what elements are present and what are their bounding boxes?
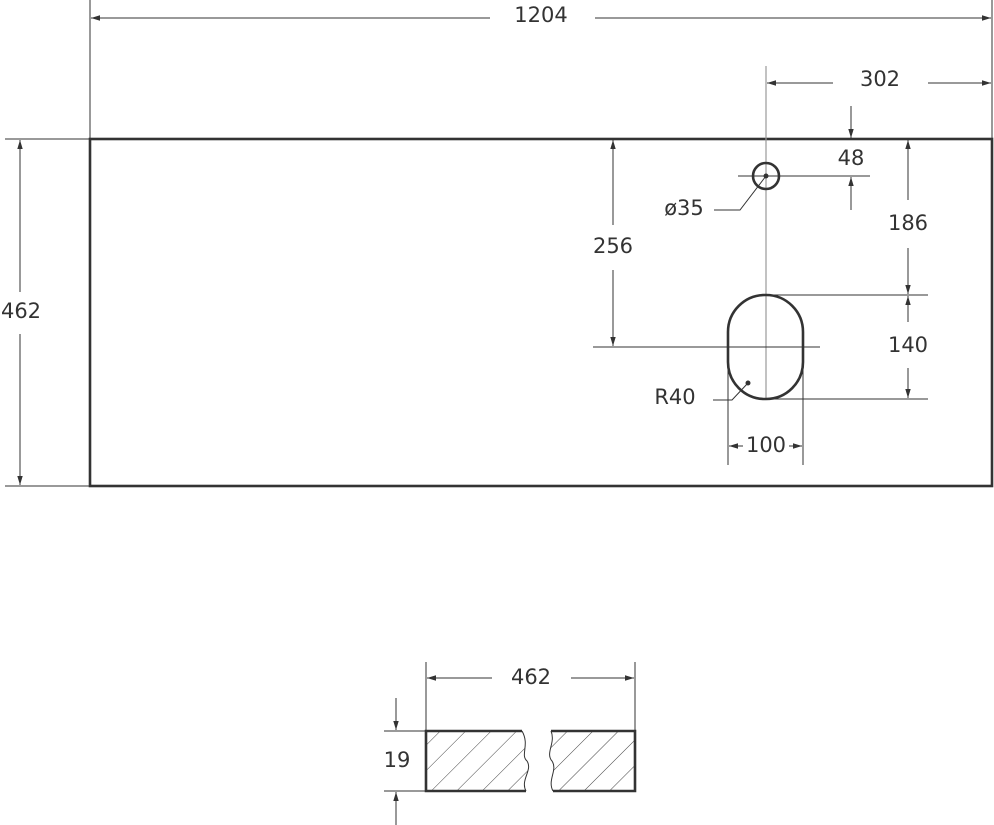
dimension-section-depth: 462 <box>425 662 636 731</box>
dimension-cutout-length: 140 <box>888 296 928 398</box>
countertop-outline <box>88 137 994 488</box>
dimension-faucet-offset-right: 302 <box>767 67 991 91</box>
dimension-cutout-top: 186 <box>766 140 928 400</box>
dimension-label: 48 <box>838 146 865 170</box>
dimension-label: 186 <box>888 211 928 235</box>
dimension-label: 302 <box>860 67 900 91</box>
dimension-label: 1204 <box>514 3 567 27</box>
dimension-label: ø35 <box>664 196 704 220</box>
dimension-label: 462 <box>511 665 551 689</box>
dimension-cutout-center: 256 <box>593 140 633 346</box>
dimension-label: 462 <box>1 299 41 323</box>
dimension-overall-width: 1204 <box>89 0 993 139</box>
dimension-overall-depth: 462 <box>1 138 90 487</box>
dimension-label: 19 <box>384 748 411 772</box>
section-left-piece <box>426 731 529 791</box>
dimension-section-thickness: 19 <box>384 698 426 825</box>
faucet-hole <box>751 161 781 191</box>
dimension-hole-diameter: ø35 <box>664 175 767 220</box>
dimension-label: 256 <box>593 234 633 258</box>
dimension-cutout-radius: R40 <box>654 382 749 409</box>
dimension-label: 100 <box>746 433 786 457</box>
section-right-piece <box>549 731 635 791</box>
dimension-faucet-offset-top: 48 <box>838 106 865 210</box>
section-view: 462 19 <box>384 662 637 825</box>
dimension-label: 140 <box>888 333 928 357</box>
dimension-label: R40 <box>654 385 695 409</box>
dimension-cutout-width: 100 <box>727 347 804 465</box>
